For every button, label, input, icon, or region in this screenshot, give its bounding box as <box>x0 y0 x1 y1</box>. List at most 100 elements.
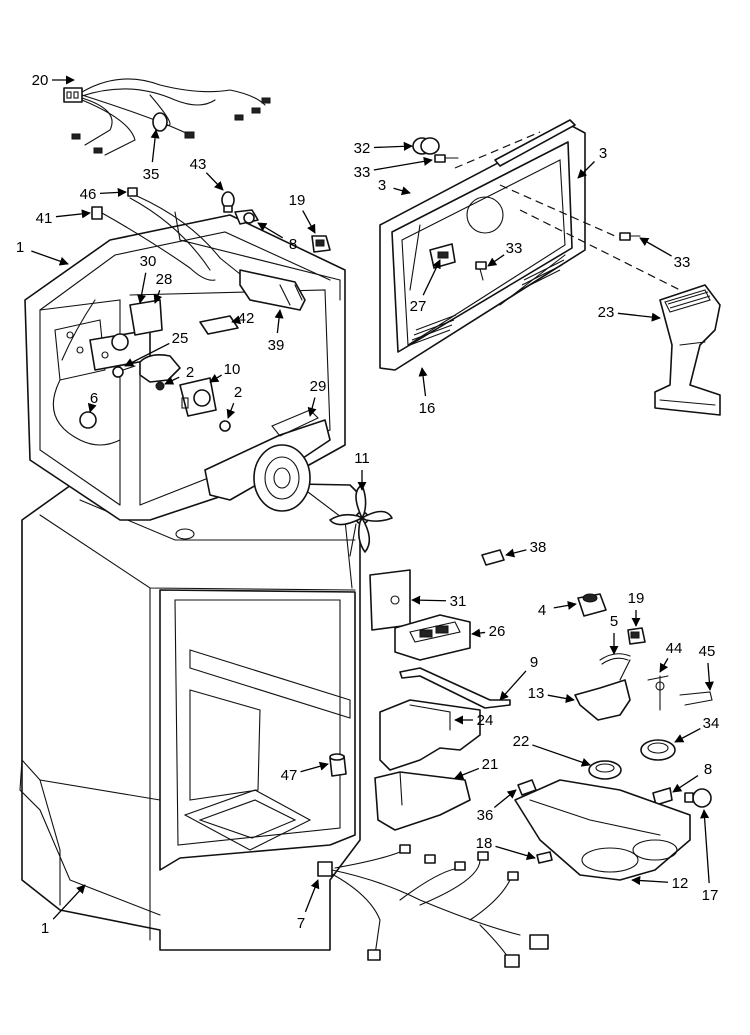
screw-33-mid <box>475 261 487 281</box>
callout-label-12: 12 <box>672 875 689 892</box>
callout-label-16: 16 <box>419 400 436 417</box>
control-housing-26 <box>394 614 471 661</box>
clip-46 <box>127 187 246 279</box>
callout-label-4: 4 <box>538 602 546 619</box>
callout-leader-8 <box>257 222 284 239</box>
callout-leader-38 <box>505 548 527 558</box>
callout-label-10: 10 <box>224 361 241 378</box>
callout-label-2: 2 <box>186 364 194 381</box>
light-bulb-43 <box>221 191 235 213</box>
callout-label-22: 22 <box>513 733 530 750</box>
callout-label-8: 8 <box>704 761 712 778</box>
bracket-9 <box>399 667 511 709</box>
callout-label-46: 46 <box>80 186 97 203</box>
light-socket-8 <box>234 209 259 225</box>
callout-label-1: 1 <box>41 920 49 937</box>
wire-harness-20 <box>63 78 271 156</box>
bracket-2-a <box>139 354 181 391</box>
callout-label-33: 33 <box>354 164 371 181</box>
callout-leader-12 <box>631 875 669 886</box>
callout-leader-17 <box>700 809 710 884</box>
switch-19-bottom <box>627 627 646 645</box>
tray-12 <box>514 779 691 881</box>
air-diffuser-39 <box>239 269 306 311</box>
callout-label-23: 23 <box>598 304 615 321</box>
callout-leader-34 <box>674 728 701 743</box>
callout-leader-19 <box>302 210 316 234</box>
callout-leader-2 <box>226 402 236 419</box>
heater-45 <box>679 691 713 706</box>
callout-leader-2 <box>164 376 180 385</box>
channel-strip-3 <box>454 119 576 169</box>
callout-leader-3 <box>577 161 595 179</box>
callout-leader-33 <box>373 156 433 171</box>
air-damper-24 <box>379 699 481 771</box>
wire-harness-7 <box>317 844 549 968</box>
callout-leader-41 <box>55 209 91 219</box>
callout-leader-47 <box>300 761 329 773</box>
callout-label-7: 7 <box>297 915 305 932</box>
callout-leader-9 <box>499 670 527 701</box>
callout-label-2: 2 <box>234 384 242 401</box>
callout-leader-44 <box>659 658 669 673</box>
callout-leader-10 <box>209 373 222 383</box>
fuse-18 <box>536 851 553 864</box>
callout-leader-25 <box>124 342 170 367</box>
callout-label-34: 34 <box>703 715 720 732</box>
callout-label-28: 28 <box>156 271 173 288</box>
cup-47 <box>329 753 347 777</box>
heater-bracket-44 <box>647 675 669 711</box>
callout-label-31: 31 <box>450 593 467 610</box>
callout-label-43: 43 <box>190 156 207 173</box>
knob-6 <box>79 411 97 429</box>
panel-vent-hatching <box>409 259 565 346</box>
callout-leader-16 <box>418 367 428 397</box>
grommet-22 <box>588 760 622 780</box>
callout-label-6: 6 <box>90 390 98 407</box>
callout-leader-22 <box>532 744 591 767</box>
motor-13 <box>574 659 631 721</box>
bracket-30 <box>89 329 151 371</box>
callout-label-44: 44 <box>666 640 683 657</box>
relay-4 <box>577 593 607 617</box>
cover-21 <box>374 771 471 831</box>
grommet-34 <box>640 739 676 761</box>
callout-label-19: 19 <box>289 192 306 209</box>
callout-label-11: 11 <box>354 450 370 467</box>
callout-label-9: 9 <box>530 654 538 671</box>
callout-leader-1 <box>52 884 86 920</box>
callout-label-1: 1 <box>16 239 24 256</box>
clip-36 <box>517 779 537 796</box>
callout-leader-26 <box>471 628 486 638</box>
callout-leader-23 <box>617 312 661 322</box>
callout-label-17: 17 <box>702 887 719 904</box>
callout-leader-45 <box>704 662 714 691</box>
grommet-32 <box>412 137 440 155</box>
fan-blade-11 <box>329 484 393 557</box>
callout-label-47: 47 <box>281 767 298 784</box>
callout-leader-1 <box>31 250 69 266</box>
callout-label-13: 13 <box>528 685 545 702</box>
callout-leader-31 <box>411 595 447 605</box>
bulb-17 <box>684 788 712 808</box>
callout-leader-13 <box>547 694 575 703</box>
callout-label-33: 33 <box>674 254 691 271</box>
callout-leader-35 <box>150 129 160 163</box>
callout-label-19: 19 <box>628 590 645 607</box>
callout-label-35: 35 <box>143 166 160 183</box>
callout-leader-18 <box>495 845 536 861</box>
callout-label-18: 18 <box>476 835 493 852</box>
cover-31 <box>369 569 411 631</box>
callout-leader-30 <box>137 272 147 304</box>
bracket-41 <box>91 206 216 281</box>
callout-leader-33 <box>639 237 672 257</box>
callout-leader-7 <box>304 879 320 913</box>
callout-label-45: 45 <box>699 643 716 660</box>
screw-25 <box>112 365 136 378</box>
callout-leader-3 <box>393 186 411 196</box>
switch-19-top <box>311 235 331 253</box>
callout-label-41: 41 <box>36 210 53 227</box>
callout-label-36: 36 <box>477 807 494 824</box>
callout-label-8: 8 <box>289 236 297 253</box>
